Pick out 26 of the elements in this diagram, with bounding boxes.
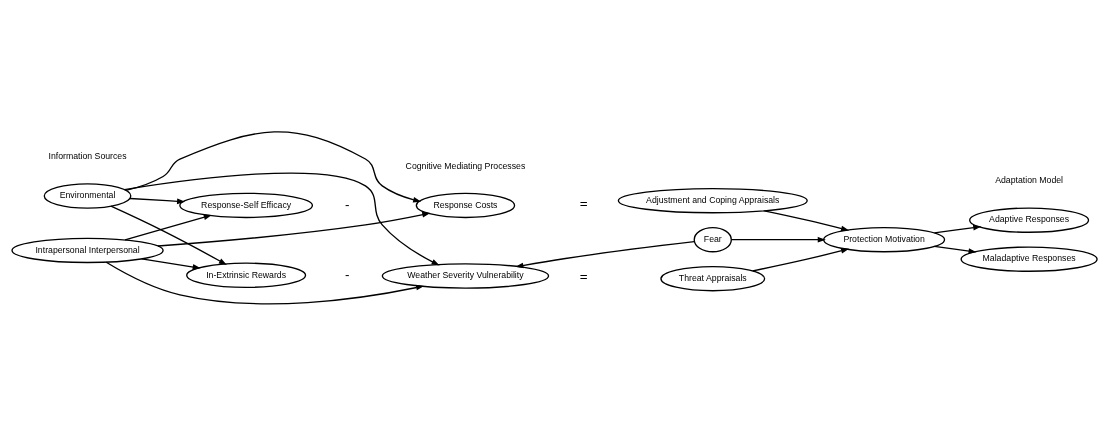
arrow xyxy=(933,224,982,234)
label: Information Sources xyxy=(48,150,127,161)
node-ellipse: Environmental xyxy=(43,182,132,209)
label: = xyxy=(579,195,588,211)
arrow xyxy=(123,172,440,265)
arrow xyxy=(110,205,227,265)
label: Cognitive Mediating Processes xyxy=(405,160,526,171)
arrow xyxy=(933,245,977,254)
arrow xyxy=(763,209,850,231)
label: Adaptation Model xyxy=(995,174,1064,185)
node-ellipse: Intrapersonal Interpersonal xyxy=(11,237,164,263)
label: = xyxy=(579,268,588,284)
arrow xyxy=(157,211,431,247)
arrow xyxy=(752,247,850,272)
arrow xyxy=(129,197,186,204)
arrow xyxy=(105,261,425,304)
node-ellipse: Adjustment and Coping Appraisals xyxy=(617,187,808,213)
arrow xyxy=(141,257,201,270)
arrow xyxy=(125,130,422,202)
node-ellipse: Fear xyxy=(693,226,732,252)
label: - xyxy=(345,196,350,212)
arrow xyxy=(124,214,212,241)
node-ellipse: Threat Appraisals xyxy=(660,265,766,291)
label: - xyxy=(345,266,350,282)
arrow xyxy=(730,236,826,242)
arrow xyxy=(515,240,695,268)
